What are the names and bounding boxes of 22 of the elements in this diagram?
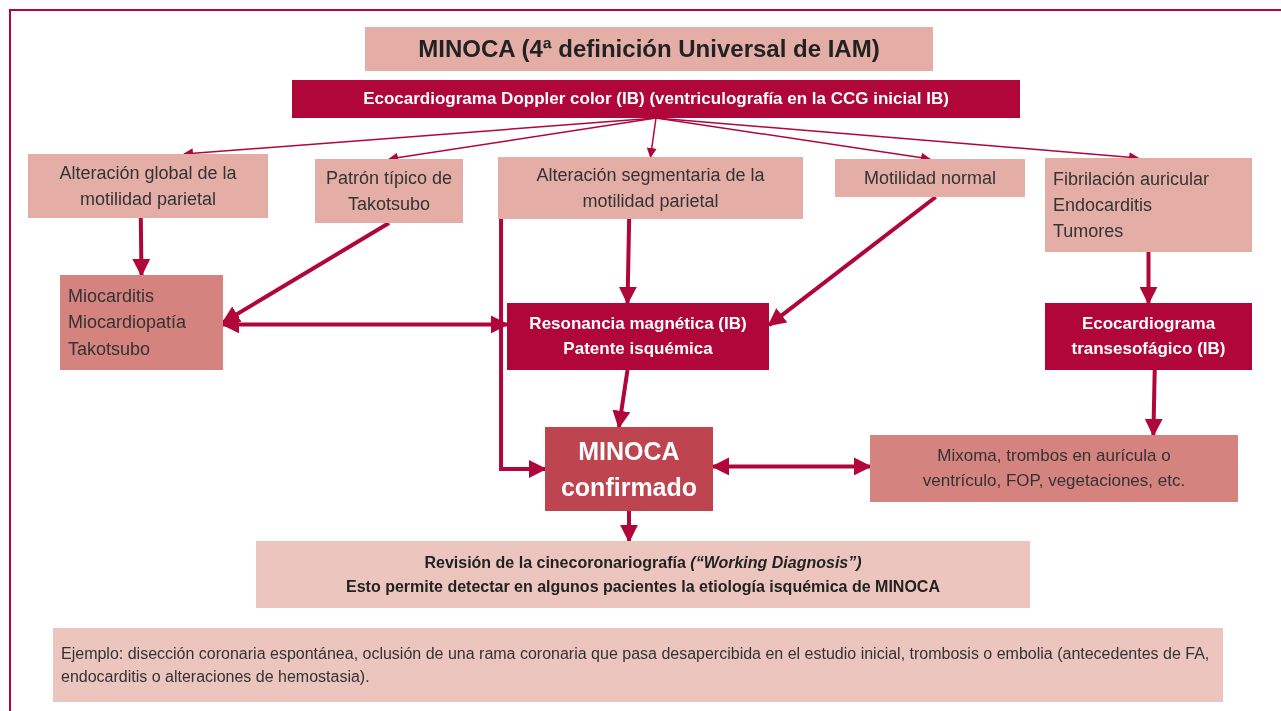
outcome-box: Alteración segmentaria de la motilidad parietal	[498, 157, 803, 219]
arrow	[1144, 369, 1163, 437]
outcome-box: Patrón típico de Takotsubo	[315, 159, 463, 223]
diagnosis-box: Miocarditis Miocardiopatía Takotsubo	[60, 275, 223, 370]
arrow	[612, 369, 631, 429]
title-box: MINOCA (4ª definición Universal de IAM)	[365, 27, 933, 71]
outcome-box: Alteración global de la motilidad parietal	[28, 154, 268, 218]
arrow	[1139, 252, 1158, 305]
note-box: Revisión de la cinecoronariografía (“Working Diagnosis”) Esto permite detectar en algunos pacientes la etiología isquémica de MINOCA	[256, 541, 1030, 608]
arrow	[499, 219, 547, 478]
outcome-box: Motilidad normal	[835, 159, 1025, 197]
process-box: Resonancia magnética (IB) Patente isquémica	[507, 303, 769, 370]
arrow	[132, 217, 151, 277]
diagnosis-box: Mixoma, trombos en aurícula o ventrículo, FOP, vegetaciones, etc.	[870, 435, 1238, 502]
process-box: Ecocardiograma Doppler color (IB) (ventriculografía en la CCG inicial IB)	[292, 80, 1020, 118]
example-box: Ejemplo: disección coronaria espontánea, oclusión de una rama coronaria que pasa desapercibida en el estudio inicial, trombosis o embolia (antecedentes de FA, endocarditis o alteraciones de hemostasia).	[53, 628, 1223, 702]
result-box: MINOCA confirmado	[545, 427, 713, 511]
arrow	[646, 117, 657, 158]
outcome-box: Fibrilación auricular Endocarditis Tumores	[1045, 158, 1252, 252]
process-box: Ecocardiograma transesofágico (IB)	[1045, 303, 1252, 370]
arrow	[618, 218, 637, 305]
arrow	[620, 511, 639, 543]
